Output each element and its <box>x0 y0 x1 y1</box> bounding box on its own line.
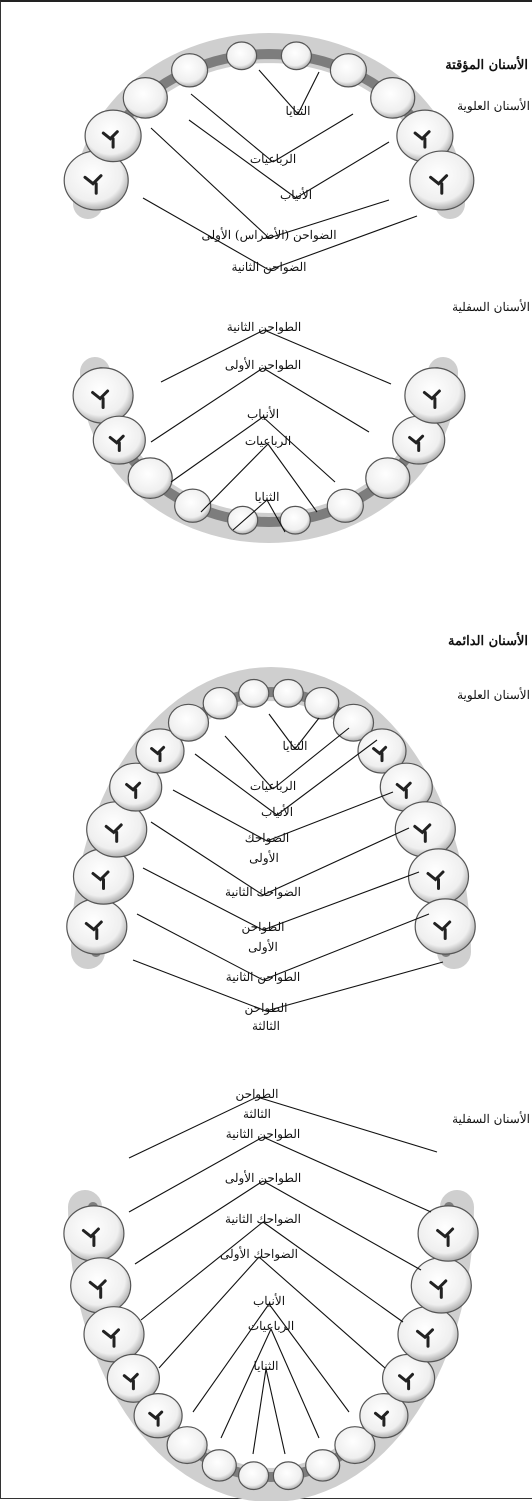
temporary-lower-arch-tooth <box>73 368 133 423</box>
label-central-incisors: الثنايا <box>283 739 308 753</box>
label-central-incisors: الثنايا <box>255 490 280 504</box>
label-first: الأولى <box>249 851 279 865</box>
label-central-incisors: الثنايا <box>254 1359 279 1373</box>
temporary-lower-arch-tooth <box>228 506 258 534</box>
leader-line <box>141 1222 263 1320</box>
label-second-molars: الطواحن الثانية <box>226 970 300 984</box>
temporary-lower-arch-tooth <box>93 416 145 464</box>
temporary-upper-arch-tooth <box>281 42 311 70</box>
label-second-molars: الطواحن الثانية <box>227 320 301 334</box>
permanent-upper-arch-tooth <box>409 849 469 904</box>
temporary-lower-arch-tooth <box>280 506 310 534</box>
permanent-upper-arch-tooth <box>395 802 455 857</box>
permanent-lower-title: الأسنان السفلية <box>452 1112 530 1126</box>
label-second-molars: الطواحن الثانية <box>226 1127 300 1141</box>
temporary-upper-arch-tooth <box>227 42 257 70</box>
permanent-upper-arch-tooth <box>74 849 134 904</box>
label-lateral-incisors: الرباعيات <box>250 152 296 166</box>
permanent-upper-arch-tooth <box>169 704 209 741</box>
label-canines: الأنياب <box>280 188 312 202</box>
label-first-molars: الطواحن الأولى <box>225 358 301 372</box>
label-lateral-incisors: الرباعيات <box>248 1319 294 1333</box>
label-molars: الطواحن <box>242 920 285 934</box>
label-third: الثالثة <box>252 1019 280 1033</box>
label-first: الأولى <box>248 940 278 954</box>
temporary-teeth-heading: الأسنان المؤقتة <box>445 58 528 73</box>
permanent-upper-arch-tooth <box>415 899 475 954</box>
permanent-lower-arch-tooth <box>64 1206 124 1261</box>
temporary-upper-arch <box>64 42 474 210</box>
temporary-upper-arch-tooth <box>371 78 415 118</box>
label-lateral-incisors: الرباعيات <box>250 779 296 793</box>
temporary-lower-arch-tooth <box>405 368 465 423</box>
permanent-lower-arch-tooth <box>398 1307 458 1362</box>
label-lateral-incisors: الرباعيات <box>245 434 291 448</box>
label-molars: الطواحن <box>245 1001 288 1015</box>
temporary-lower-arch-tooth <box>366 458 410 498</box>
leader-line <box>161 330 264 382</box>
permanent-lower-arch-tooth <box>84 1307 144 1362</box>
label-canines: الأنياب <box>253 1294 285 1308</box>
label-canines: الأنياب <box>261 805 293 819</box>
label-first-molars: الضواحن (الأضراس) الأولى <box>201 228 336 242</box>
permanent-upper-title: الأسنان العلوية <box>457 688 530 702</box>
label-canines: الأنياب <box>247 407 279 421</box>
label-second-molars: الضواحن الثانية <box>232 260 307 274</box>
temporary-lower-arch-tooth <box>327 489 363 522</box>
leader-line <box>253 1369 266 1454</box>
temporary-lower-arch-tooth <box>175 489 211 522</box>
leader-line <box>257 1097 437 1152</box>
label-second-premolars: الضواحك الثانية <box>225 885 301 899</box>
temporary-lower-title: الأسنان السفلية <box>452 300 530 314</box>
permanent-upper-arch-tooth <box>203 688 237 719</box>
permanent-lower-arch-tooth <box>71 1258 131 1313</box>
label-central-incisors: الثنايا <box>286 104 311 118</box>
permanent-lower-arch-tooth <box>273 1462 303 1490</box>
label-first-molars: الطواحن الأولى <box>225 1171 301 1185</box>
leader-line <box>266 1369 285 1454</box>
temporary-upper-arch-tooth <box>172 54 208 87</box>
temporary-upper-arch-tooth <box>123 78 167 118</box>
label-premolars: الضواحك <box>245 831 289 845</box>
permanent-lower-arch-tooth <box>167 1427 207 1464</box>
label-third: الثالثة <box>243 1107 271 1121</box>
leader-line <box>263 872 419 930</box>
permanent-lower-arch-tooth <box>418 1206 478 1261</box>
permanent-upper-arch-tooth <box>305 688 339 719</box>
leader-line <box>259 1257 385 1368</box>
leader-line <box>263 368 369 432</box>
permanent-lower-arch-tooth <box>239 1462 269 1490</box>
leader-line <box>159 1257 259 1368</box>
permanent-upper-arch-tooth <box>239 680 269 708</box>
label-second-premolars: الضواحك الثانية <box>225 1212 301 1226</box>
temporary-upper-arch-tooth <box>85 110 141 162</box>
permanent-upper-arch-tooth <box>273 680 303 708</box>
temporary-upper-title: الأسنان العلوية <box>457 99 530 113</box>
leader-line <box>264 330 391 384</box>
leader-line <box>171 417 263 482</box>
permanent-lower-arch-tooth <box>411 1258 471 1313</box>
leader-line <box>263 417 335 482</box>
temporary-upper-arch-tooth <box>330 54 366 87</box>
temporary-lower-arch-tooth <box>128 458 172 498</box>
permanent-lower-arch-tooth <box>202 1450 236 1481</box>
label-first-premolars: الضواحك الأولى <box>220 1247 298 1261</box>
label-molars: الطواحن <box>236 1087 279 1101</box>
temporary-lower-arch <box>73 368 465 534</box>
permanent-lower-arch-tooth <box>306 1450 340 1481</box>
temporary-upper-arch-tooth <box>410 151 474 210</box>
permanent-upper-arch-tooth <box>67 899 127 954</box>
permanent-teeth-heading: الأسنان الدائمة <box>448 634 528 649</box>
